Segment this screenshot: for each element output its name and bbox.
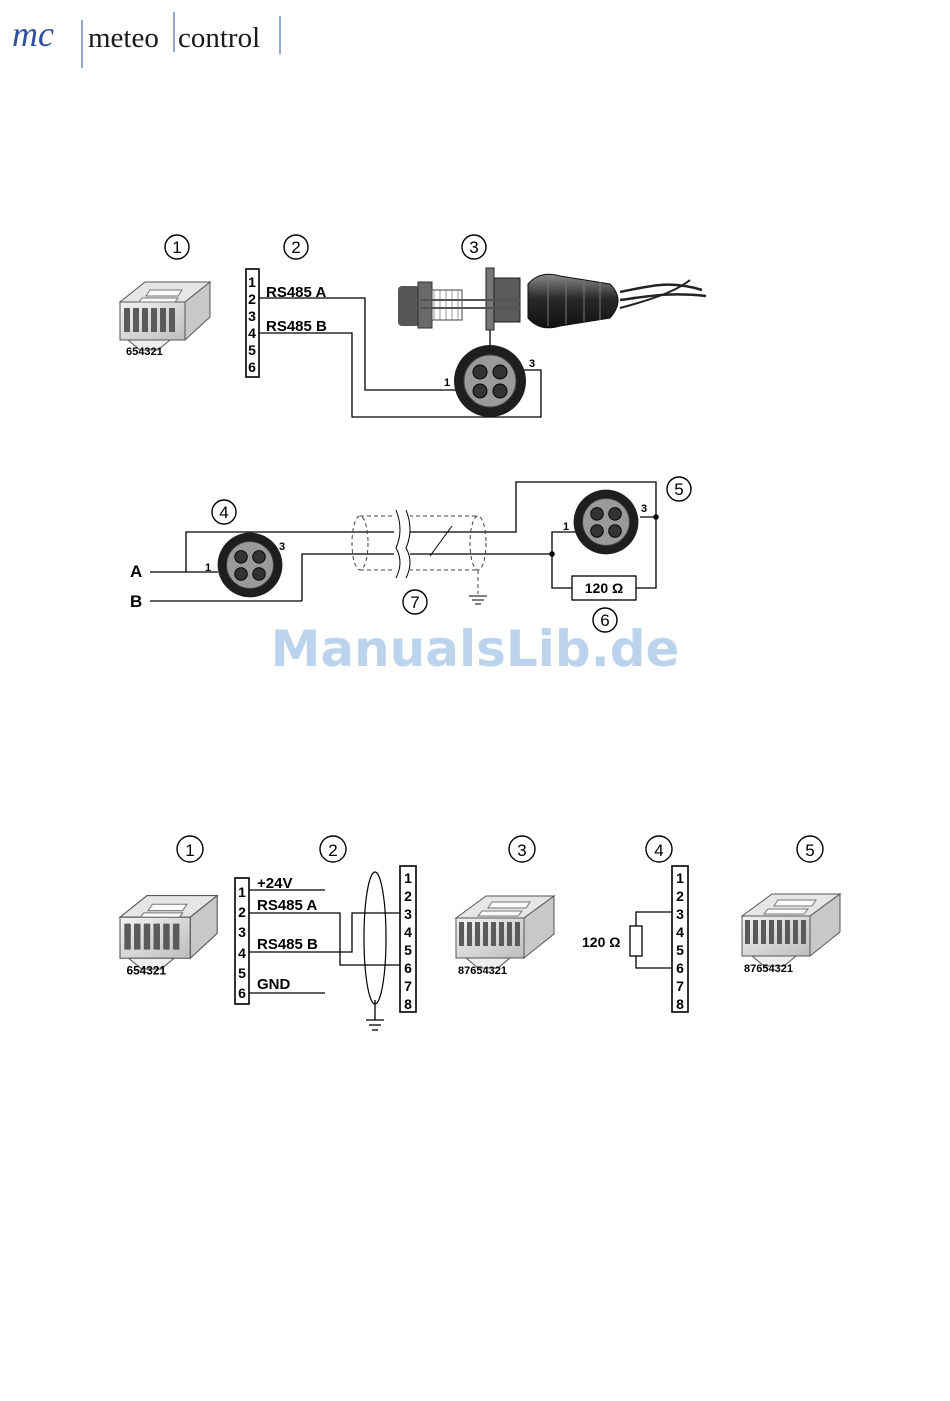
svg-text:8: 8 — [676, 996, 684, 1012]
watermark: ManualsLib.de — [271, 620, 680, 678]
svg-text:3: 3 — [238, 924, 246, 940]
svg-text:6: 6 — [404, 960, 412, 976]
svg-text:1: 1 — [238, 884, 246, 900]
rj45-pin-numbers: 87654321 — [458, 965, 507, 977]
round-connector-4pin — [454, 345, 526, 417]
round-connector-left — [218, 533, 283, 598]
callout-4: 4 — [212, 500, 236, 524]
svg-text:3: 3 — [248, 308, 256, 324]
svg-text:7: 7 — [404, 978, 412, 994]
right-connector-pin-1: 1 — [563, 521, 569, 533]
svg-text:3: 3 — [469, 238, 478, 257]
svg-text:2: 2 — [291, 238, 300, 257]
terminal-block-8: 1 2 3 4 5 6 7 8 — [400, 866, 416, 1012]
callout-2b: 2 — [320, 836, 346, 862]
brand-logo: mc meteo control — [12, 12, 280, 68]
brand-name-right: control — [178, 22, 260, 54]
resistor-label-b: 120 Ω — [582, 934, 620, 950]
termination-resistor: 120 Ω — [572, 576, 636, 600]
rj12-plug-image-b: 654321 — [120, 896, 217, 978]
svg-text:7: 7 — [676, 978, 684, 994]
svg-text:4: 4 — [654, 841, 663, 860]
svg-text:8: 8 — [404, 996, 412, 1012]
svg-text:2: 2 — [328, 841, 337, 860]
svg-text:3: 3 — [404, 906, 412, 922]
svg-text:4: 4 — [238, 945, 246, 961]
callout-5b: 5 — [797, 836, 823, 862]
svg-text:6: 6 — [676, 960, 684, 976]
line-b-label: B — [130, 592, 142, 611]
svg-text:6: 6 — [248, 359, 256, 375]
svg-text:3: 3 — [517, 841, 526, 860]
diagram-3-rj12-to-rj45: 1 2 3 4 5 654321 1 2 3 4 5 — [120, 836, 840, 1030]
svg-text:2: 2 — [676, 888, 684, 904]
svg-text:6: 6 — [238, 985, 246, 1001]
left-connector-pin-1: 1 — [205, 562, 211, 574]
connector-pin-1: 1 — [444, 377, 450, 389]
terminal-block-6b: 1 2 3 4 5 6 — [235, 878, 249, 1004]
svg-text:5: 5 — [404, 942, 412, 958]
svg-text:1: 1 — [172, 238, 181, 257]
svg-text:4: 4 — [404, 924, 412, 940]
rj12-pin-numbers: 654321 — [126, 346, 163, 358]
svg-text:1: 1 — [185, 841, 194, 860]
svg-text:5: 5 — [238, 965, 246, 981]
cable-shield-b — [364, 872, 386, 1004]
cable-gland-image — [398, 268, 706, 330]
rj45-plug-image-b: 87654321 — [742, 894, 840, 975]
svg-text:5: 5 — [674, 480, 683, 499]
diagram-2-bus-termination: 4 5 6 7 A B — [130, 477, 691, 632]
rj45b-pin-numbers: 87654321 — [744, 963, 793, 975]
callout-5: 5 — [667, 477, 691, 501]
svg-text:5: 5 — [805, 841, 814, 860]
svg-text:4: 4 — [248, 325, 256, 341]
right-connector-pin-3: 3 — [641, 503, 647, 515]
svg-text:1: 1 — [676, 870, 684, 886]
brand-name-left: meteo — [88, 22, 159, 54]
round-connector-right — [574, 490, 639, 555]
svg-text:2: 2 — [238, 904, 246, 920]
resistor-label: 120 Ω — [585, 580, 623, 596]
callout-3b: 3 — [509, 836, 535, 862]
rj45-plug-image: 87654321 — [456, 896, 554, 977]
svg-text:7: 7 — [410, 593, 419, 612]
rj12-plug-image: 654321 — [120, 282, 210, 358]
callout-4b: 4 — [646, 836, 672, 862]
label-rs485-b-b: RS485 B — [257, 936, 318, 953]
connector-pin-3: 3 — [529, 358, 535, 370]
label-rs485-a-b: RS485 A — [257, 897, 317, 914]
callout-3: 3 — [462, 235, 486, 259]
logo-mark: mc — [12, 14, 54, 54]
svg-text:5: 5 — [676, 942, 684, 958]
svg-text:3: 3 — [676, 906, 684, 922]
callout-2: 2 — [284, 235, 308, 259]
svg-text:5: 5 — [248, 342, 256, 358]
termination-plug: 120 Ω 1 2 3 4 5 6 7 8 — [582, 866, 688, 1012]
label-gnd: GND — [257, 976, 291, 993]
svg-text:4: 4 — [219, 503, 228, 522]
svg-text:1: 1 — [404, 870, 412, 886]
svg-text:2: 2 — [404, 888, 412, 904]
line-a-label: A — [130, 562, 142, 581]
callout-7: 7 — [403, 590, 427, 614]
rj12b-pin-numbers: 654321 — [126, 963, 166, 977]
callout-1: 1 — [165, 235, 189, 259]
svg-text:1: 1 — [248, 274, 256, 290]
terminal-block-6: 1 2 3 4 5 6 — [246, 269, 259, 377]
callout-1b: 1 — [177, 836, 203, 862]
svg-text:4: 4 — [676, 924, 684, 940]
svg-text:2: 2 — [248, 291, 256, 307]
left-connector-pin-3: 3 — [279, 541, 285, 553]
cable-shield — [352, 516, 486, 594]
diagram-1-rs485-to-round-connector: 1 2 3 654321 1 2 3 4 5 6 RS485 A RS485 B — [120, 235, 706, 417]
